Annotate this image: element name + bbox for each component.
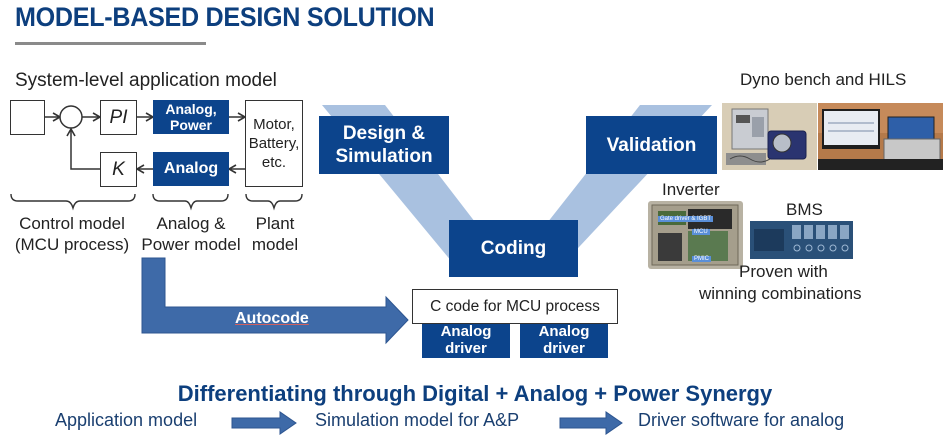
page-title: MODEL-BASED DESIGN SOLUTION	[15, 2, 435, 32]
dyno-bench-photo	[722, 103, 817, 170]
plant-model-label: Plant model	[246, 213, 304, 255]
hils-illustration	[818, 103, 943, 170]
pi-controller-block: PI	[100, 100, 137, 135]
dyno-bench-illustration	[726, 108, 807, 165]
plant-block: Motor, Battery, etc.	[245, 100, 303, 187]
pi-label: PI	[109, 106, 128, 128]
step-arrow-2	[559, 411, 623, 435]
plant-line3: etc.	[261, 154, 287, 171]
bms-photo	[750, 221, 853, 259]
coding-box: Coding	[449, 220, 578, 277]
analog-model-line2: Power model	[141, 235, 241, 254]
plant-model-line2: model	[251, 235, 299, 254]
proven-line1: Proven with	[739, 262, 828, 281]
analog-power-block: Analog, Power	[153, 100, 229, 134]
analog-driver-box-1: Analog driver	[422, 321, 510, 358]
brace-analog	[152, 193, 229, 211]
inverter-tag-gate-driver: Gate driver & IGBT	[658, 216, 714, 222]
plant-model-line1: Plant	[255, 214, 295, 233]
summing-junction	[59, 105, 83, 129]
dyno-caption: Dyno bench and HILS	[740, 70, 907, 89]
analog-driver-box-2: Analog driver	[520, 321, 608, 358]
synergy-headline: Differentiating through Digital + Analog…	[177, 381, 773, 406]
design-line2: Simulation	[335, 146, 433, 167]
k-gain-block: K	[100, 152, 137, 187]
inverter-photo: Gate driver & IGBT MCU PMIC	[648, 201, 743, 269]
analog-power-line1: Analog,	[165, 101, 217, 117]
analog-power-model-label: Analog & Power model	[135, 213, 247, 255]
inverter-tag-pmic: PMIC	[692, 256, 711, 262]
autocode-label: Autocode	[235, 310, 309, 327]
bms-illustration	[750, 221, 853, 259]
bms-caption: BMS	[786, 200, 823, 219]
control-line2: (MCU process)	[14, 235, 130, 254]
analog-block: Analog	[153, 152, 229, 186]
system-model-heading: System-level application model	[15, 70, 277, 91]
analog-model-line1: Analog &	[156, 214, 226, 233]
control-line1: Control model	[19, 214, 125, 233]
validation-box: Validation	[586, 116, 717, 174]
driver2-line1: Analog	[538, 322, 590, 340]
design-line1: Design &	[342, 123, 426, 144]
inverter-caption: Inverter	[662, 180, 720, 199]
driver1-line1: Analog	[440, 322, 492, 340]
coding-label: Coding	[480, 238, 547, 259]
arrow-k-to-sum	[66, 127, 100, 170]
control-model-label: Control model (MCU process)	[2, 213, 142, 255]
k-label: K	[112, 158, 125, 180]
brace-plant	[245, 193, 303, 211]
brace-control	[10, 193, 136, 211]
title-underline	[15, 42, 206, 45]
validation-label: Validation	[606, 134, 697, 156]
design-simulation-box: Design & Simulation	[319, 116, 449, 174]
proven-line2: winning combinations	[699, 284, 862, 303]
driver2-line2: driver	[543, 339, 585, 357]
analog-label: Analog	[163, 160, 219, 177]
step-arrow-1	[231, 411, 297, 435]
hils-photo	[818, 103, 943, 170]
reference-input-block	[10, 100, 45, 135]
analog-power-line2: Power	[169, 117, 212, 133]
plant-line2: Battery,	[248, 135, 300, 152]
step-simulation-model: Simulation model for A&P	[315, 410, 520, 430]
plant-line1: Motor,	[253, 116, 295, 133]
step-application-model: Application model	[55, 410, 198, 430]
step-driver-software: Driver software for analog	[638, 410, 845, 430]
c-code-box: C code for MCU process	[412, 289, 618, 324]
c-code-label: C code for MCU process	[430, 297, 600, 315]
driver1-line2: driver	[445, 339, 487, 357]
inverter-tag-mcu: MCU	[692, 229, 710, 235]
autocode-arrow	[141, 257, 409, 345]
